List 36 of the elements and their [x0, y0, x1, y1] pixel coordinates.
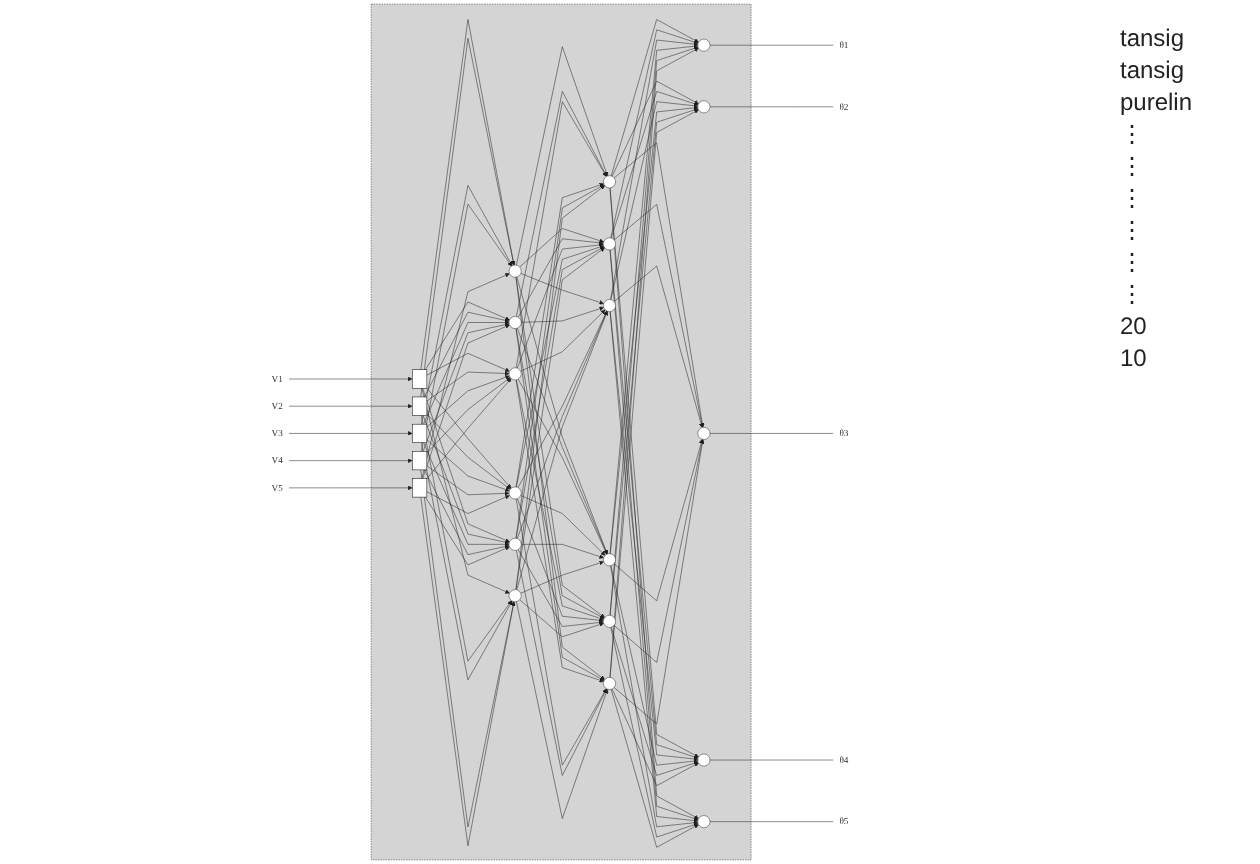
node-circle [508, 264, 522, 278]
layer-note: ⋮ [1120, 216, 1146, 244]
node-box [412, 396, 428, 416]
node-circle [603, 237, 616, 251]
layer-note: tansig [1120, 56, 1187, 84]
node-circle [603, 299, 616, 312]
node-circle [697, 100, 711, 114]
layer-note: ⋮ [1120, 248, 1146, 276]
layer-note: ⋮ [1120, 184, 1146, 212]
node-box [412, 369, 428, 389]
node-circle [508, 589, 522, 603]
node-circle [508, 486, 522, 500]
node-circle [603, 615, 616, 628]
layer-note: tansig [1120, 24, 1187, 52]
node-circle [697, 753, 711, 767]
node-box [412, 478, 428, 498]
layer-note: 20 [1120, 312, 1149, 340]
node-box [412, 451, 428, 471]
node-circle [508, 538, 522, 551]
layer-note: ⋮ [1120, 120, 1146, 148]
layer-note: 10 [1120, 344, 1149, 372]
node-circle [697, 427, 711, 440]
layer-note: ⋮ [1120, 152, 1146, 180]
layer-note: ⋮ [1120, 280, 1146, 308]
node-circle [603, 175, 616, 189]
node-circle [697, 38, 711, 52]
connector [709, 821, 834, 822]
node-circle [508, 367, 522, 381]
node-circle [603, 677, 616, 690]
node-box [412, 423, 428, 443]
connector [709, 433, 834, 434]
node-circle [603, 553, 616, 567]
node-circle [697, 815, 711, 829]
node-circle [508, 316, 522, 329]
cluster [370, 3, 752, 861]
layer-note: purelin [1120, 88, 1195, 116]
